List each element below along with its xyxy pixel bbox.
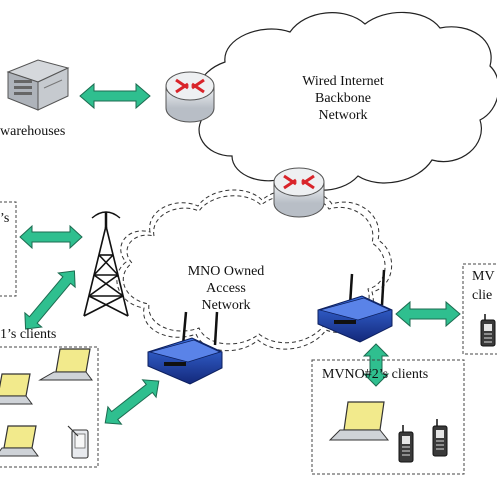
mobile-phone-icon: [432, 419, 448, 457]
mvno3-clients-box: [462, 263, 497, 355]
mobile-phone-icon: [480, 314, 496, 347]
access-label-line1: MNO Owned: [187, 264, 265, 279]
arrow-router-mvno3: [395, 300, 461, 328]
backbone-label-line1: Wired Internet: [302, 74, 384, 89]
router-icon: [273, 167, 325, 218]
backbone-label-line3: Network: [318, 108, 368, 123]
pda-icon: [67, 425, 89, 459]
mvno-left-box: [0, 201, 17, 297]
arrow-wifi-clients: [104, 379, 160, 425]
access-label-line2: Access: [206, 281, 246, 296]
mvno3-label-top: MV: [472, 269, 495, 284]
warehouses-label: warehouses: [0, 124, 66, 139]
left-partial-label: ’s: [0, 211, 10, 226]
laptop-icon: [0, 425, 39, 457]
mvno2-clients-label: MVNO#2’s clients: [322, 367, 429, 382]
wifi-router-icon: [317, 269, 393, 343]
access-network-label: MNO Owned Access Network: [176, 263, 276, 314]
backbone-cloud-icon: [195, 11, 497, 191]
mvno2-clients-box: [311, 359, 465, 475]
laptop-icon: [38, 348, 93, 381]
laptop-icon: [0, 373, 33, 405]
router-icon: [165, 71, 215, 123]
mvno3-label-bottom: clie: [472, 288, 493, 303]
arrow-left-tower: [19, 224, 83, 250]
mvno1-clients-box: [0, 346, 99, 468]
backbone-label: Wired Internet Backbone Network: [288, 73, 398, 124]
arrow-router-mvno2: [362, 343, 390, 387]
backbone-label-line2: Backbone: [315, 91, 371, 106]
access-label-line3: Network: [201, 298, 251, 313]
cell-tower-icon: [83, 211, 129, 317]
mobile-phone-icon: [398, 425, 414, 463]
arrow-tower-clients: [24, 270, 76, 330]
wifi-router-icon: [147, 311, 223, 385]
laptop-icon: [328, 401, 390, 441]
arrow-server-router: [79, 82, 151, 110]
server-icon: [6, 59, 70, 111]
mvno1-clients-label: 1’s clients: [0, 327, 57, 342]
